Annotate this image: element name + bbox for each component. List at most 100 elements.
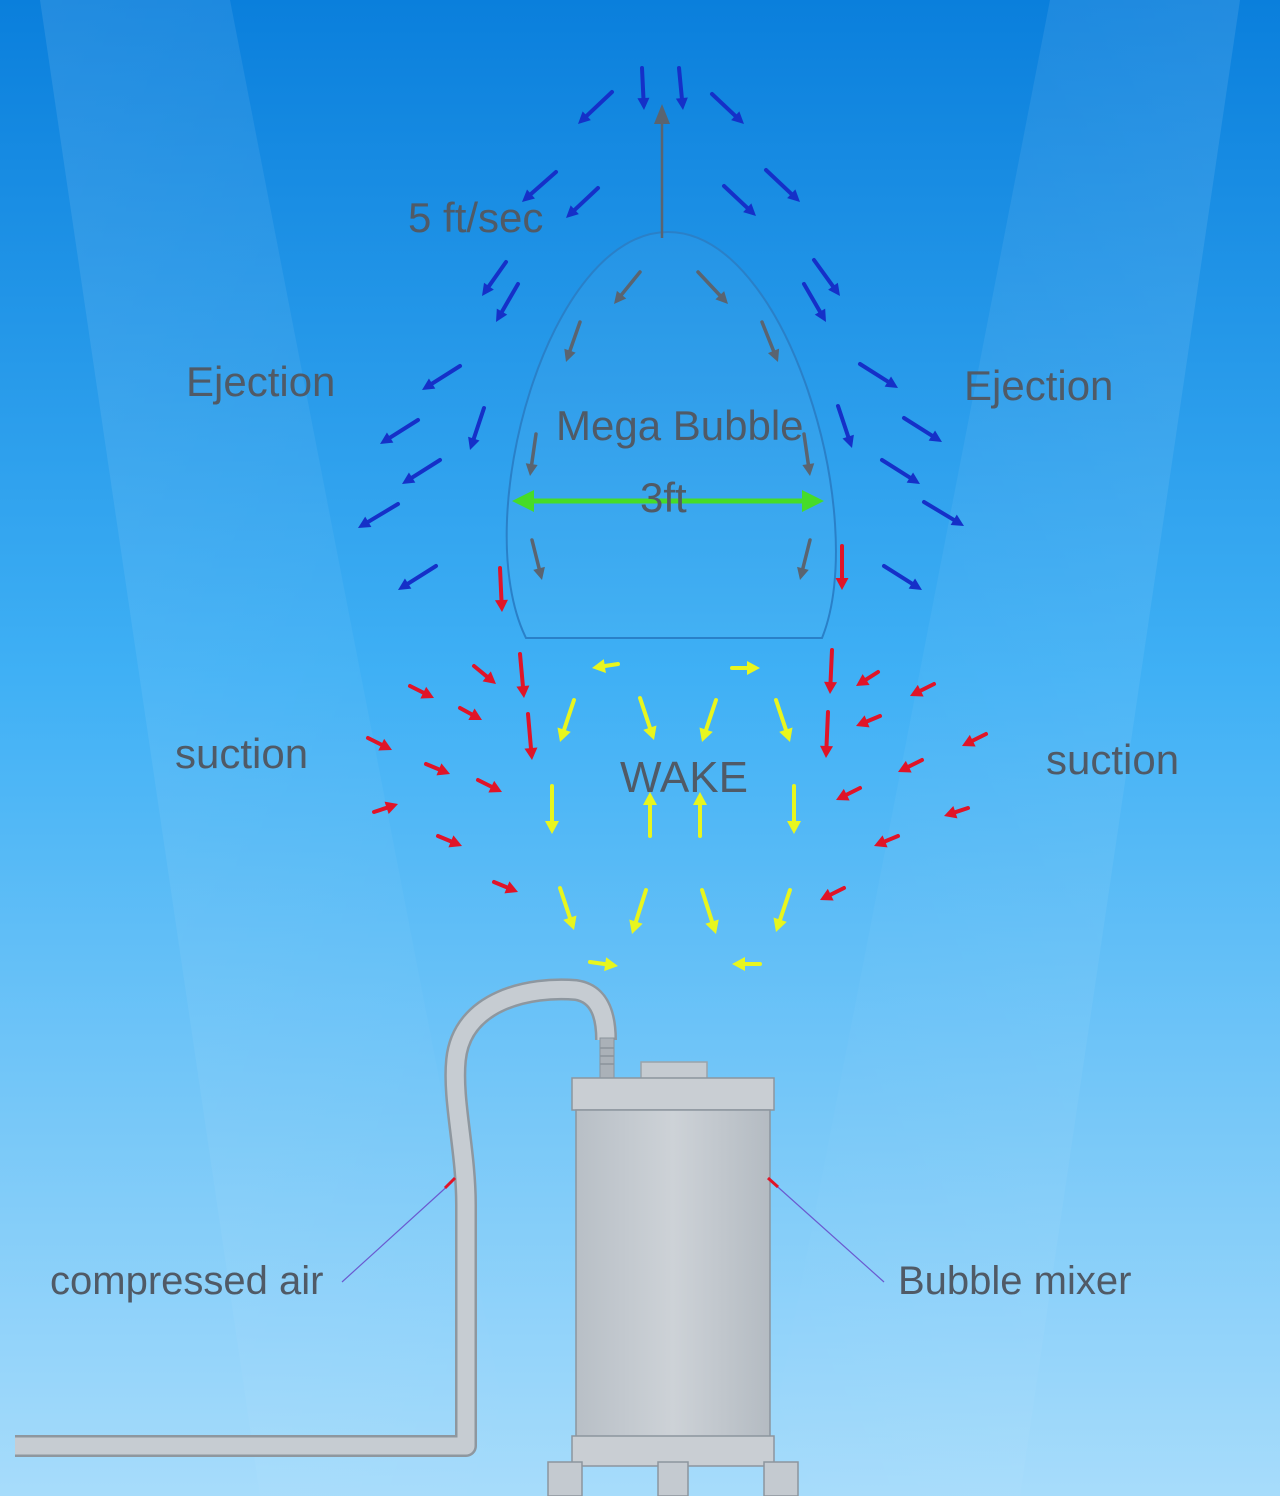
light-ray-right [760, 0, 1240, 1496]
ejection-arrow [566, 186, 600, 218]
suction-arrow [476, 778, 502, 793]
bubble-width-label: 3ft [640, 474, 687, 521]
suction-arrow [458, 706, 482, 720]
mixer-leg-middle [657, 1461, 689, 1496]
suction-arrow [820, 710, 834, 758]
suction-arrow [874, 834, 900, 848]
suction-arrow [836, 786, 862, 801]
suction-arrow [856, 670, 880, 686]
suction-label-left: suction [175, 730, 308, 777]
suction-arrow [820, 886, 846, 901]
ejection-arrow [522, 170, 558, 202]
ejection-arrow [675, 66, 688, 110]
suction-arrow [492, 880, 518, 894]
wake-arrow [557, 698, 576, 742]
suction-arrow [910, 682, 936, 697]
ejection-arrow [710, 92, 744, 124]
suction-arrow [944, 806, 970, 819]
compressed-air-label: compressed air [50, 1259, 323, 1303]
wake-arrow [638, 696, 657, 740]
ejection-arrow [902, 416, 942, 442]
ejection-arrow [722, 184, 756, 216]
suction-arrow [516, 652, 530, 698]
wake-arrow [700, 888, 719, 934]
mega-bubble-outline [505, 230, 837, 639]
ejection-arrow [496, 282, 520, 322]
hose-fitting [599, 1037, 615, 1079]
wake-arrow [699, 698, 718, 742]
ejection-arrow [398, 564, 438, 590]
circulation-arrow [797, 538, 812, 580]
mixer-leg-right [763, 1461, 799, 1496]
bubble-width-arrow-head-left [512, 490, 534, 512]
wake-arrow [592, 659, 620, 673]
wake-arrow [787, 784, 801, 834]
ejection-arrow [812, 258, 840, 296]
suction-label-right: suction [1046, 736, 1179, 783]
ejection-arrow [882, 564, 922, 590]
wake-arrow [693, 792, 707, 838]
suction-arrow [424, 762, 450, 776]
suction-arrow [962, 732, 988, 747]
wake-arrow [629, 888, 648, 934]
circulation-arrow [614, 270, 642, 304]
suction-arrow [898, 758, 924, 773]
wake-arrow [774, 698, 793, 742]
rise-speed-label: 5 ft/sec [408, 194, 543, 241]
air-leader-line [341, 1181, 453, 1283]
suction-arrow [524, 712, 538, 760]
mega-bubble-label: Mega Bubble [556, 402, 804, 449]
wake-arrow [732, 957, 762, 971]
wake-flow-arrows [545, 659, 801, 972]
suction-arrow [436, 834, 462, 848]
ejection-arrow [422, 364, 462, 390]
bubble-width-arrow-head-right [802, 490, 824, 512]
wake-arrow [730, 661, 760, 675]
ejection-arrow [836, 404, 854, 448]
suction-arrow [856, 714, 882, 728]
circulation-arrow [525, 432, 538, 476]
wake-arrow [773, 888, 792, 932]
ejection-label-left: Ejection [186, 358, 335, 405]
circulation-arrow [530, 538, 545, 580]
circulation-arrow [802, 432, 815, 476]
circulation-arrow [564, 320, 582, 362]
suction-flow-arrows [366, 544, 988, 901]
mixer-leg-left [547, 1461, 583, 1496]
compressed-air-hose-body [15, 980, 615, 1455]
ejection-arrow [764, 168, 800, 202]
ejection-arrow [637, 66, 650, 110]
suction-arrow [372, 801, 398, 814]
ejection-arrow [402, 458, 442, 484]
rise-speed-arrow-head [654, 104, 670, 124]
wake-arrow [545, 784, 559, 834]
suction-arrow [494, 566, 508, 612]
mixer-lid [571, 1077, 775, 1111]
circulation-arrow [696, 270, 728, 304]
ejection-arrow [578, 90, 614, 124]
wake-arrow [643, 792, 657, 838]
wake-arrow [558, 886, 577, 930]
mixer-leader-line [769, 1179, 885, 1283]
suction-arrow [408, 684, 434, 699]
wake-arrow [588, 957, 618, 972]
bubble-mixer-label: Bubble mixer [898, 1259, 1131, 1303]
wake-label: WAKE [620, 753, 748, 802]
bubble-mixer-device [547, 1061, 799, 1496]
ejection-arrow [922, 500, 964, 526]
light-ray-left [40, 0, 520, 1496]
ejection-arrow [858, 362, 898, 388]
ejection-arrow [358, 502, 400, 528]
ejection-label-right: Ejection [964, 362, 1113, 409]
suction-arrow [366, 736, 392, 751]
suction-arrow [835, 544, 849, 590]
ejection-arrow [880, 458, 920, 484]
ejection-arrow [468, 406, 486, 450]
internal-circulation-arrows [525, 270, 815, 580]
mixer-tank [575, 1109, 771, 1441]
circulation-arrow [760, 320, 780, 362]
ejection-arrow [802, 282, 826, 322]
ejection-flow-arrows [358, 66, 964, 590]
